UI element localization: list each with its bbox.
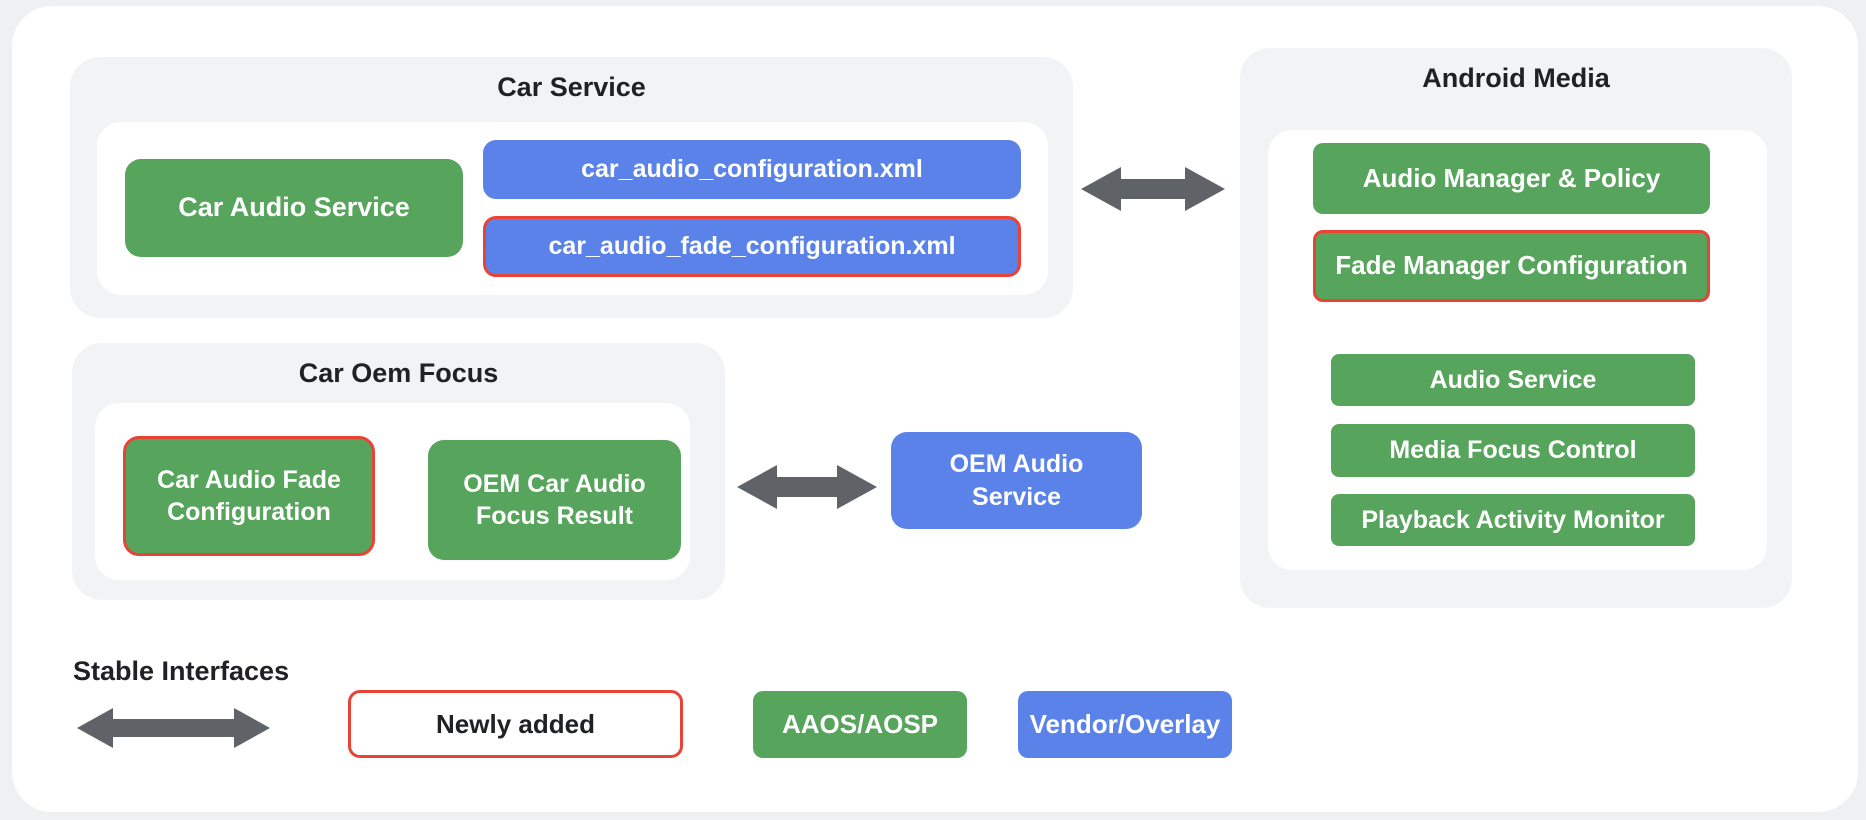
box-audio-manager-policy: Audio Manager & Policy	[1313, 143, 1710, 214]
group-android-media-inner: Audio Manager & Policy Fade Manager Conf…	[1268, 130, 1767, 570]
group-car-service-inner: Car Audio Service car_audio_configuratio…	[97, 122, 1048, 295]
box-oem-car-audio-focus-result: OEM Car Audio Focus Result	[428, 440, 681, 560]
group-car-oem-focus: Car Oem Focus Car Audio Fade Configurati…	[72, 343, 725, 600]
box-audio-service: Audio Service	[1331, 354, 1695, 406]
legend-newly-added: Newly added	[348, 690, 683, 758]
group-android-media: Android Media Audio Manager & Policy Fad…	[1240, 48, 1792, 608]
box-car-audio-fade-configuration-xml: car_audio_fade_configuration.xml	[483, 216, 1021, 277]
legend-aaos-aosp: AAOS/AOSP	[753, 691, 967, 758]
box-media-focus-control: Media Focus Control	[1331, 424, 1695, 477]
group-car-oem-focus-inner: Car Audio Fade Configuration OEM Car Aud…	[95, 403, 690, 580]
box-car-audio-fade-configuration: Car Audio Fade Configuration	[123, 436, 375, 556]
legend-stable-interfaces-label: Stable Interfaces	[73, 656, 290, 686]
double-arrow-icon	[77, 708, 270, 748]
box-car-audio-configuration-xml: car_audio_configuration.xml	[483, 140, 1021, 199]
box-car-audio-service: Car Audio Service	[125, 159, 463, 257]
double-arrow-icon	[737, 465, 877, 509]
box-oem-audio-service: OEM Audio Service	[891, 432, 1142, 529]
group-car-service: Car Service Car Audio Service car_audio_…	[70, 57, 1073, 318]
group-title-android-media: Android Media	[1422, 63, 1610, 93]
group-title-car-oem-focus: Car Oem Focus	[298, 358, 499, 388]
legend-vendor-overlay: Vendor/Overlay	[1018, 691, 1232, 758]
box-fade-manager-configuration: Fade Manager Configuration	[1313, 230, 1710, 302]
group-title-car-service: Car Service	[497, 72, 646, 102]
double-arrow-icon	[1081, 167, 1225, 211]
box-playback-activity-monitor: Playback Activity Monitor	[1331, 494, 1695, 546]
